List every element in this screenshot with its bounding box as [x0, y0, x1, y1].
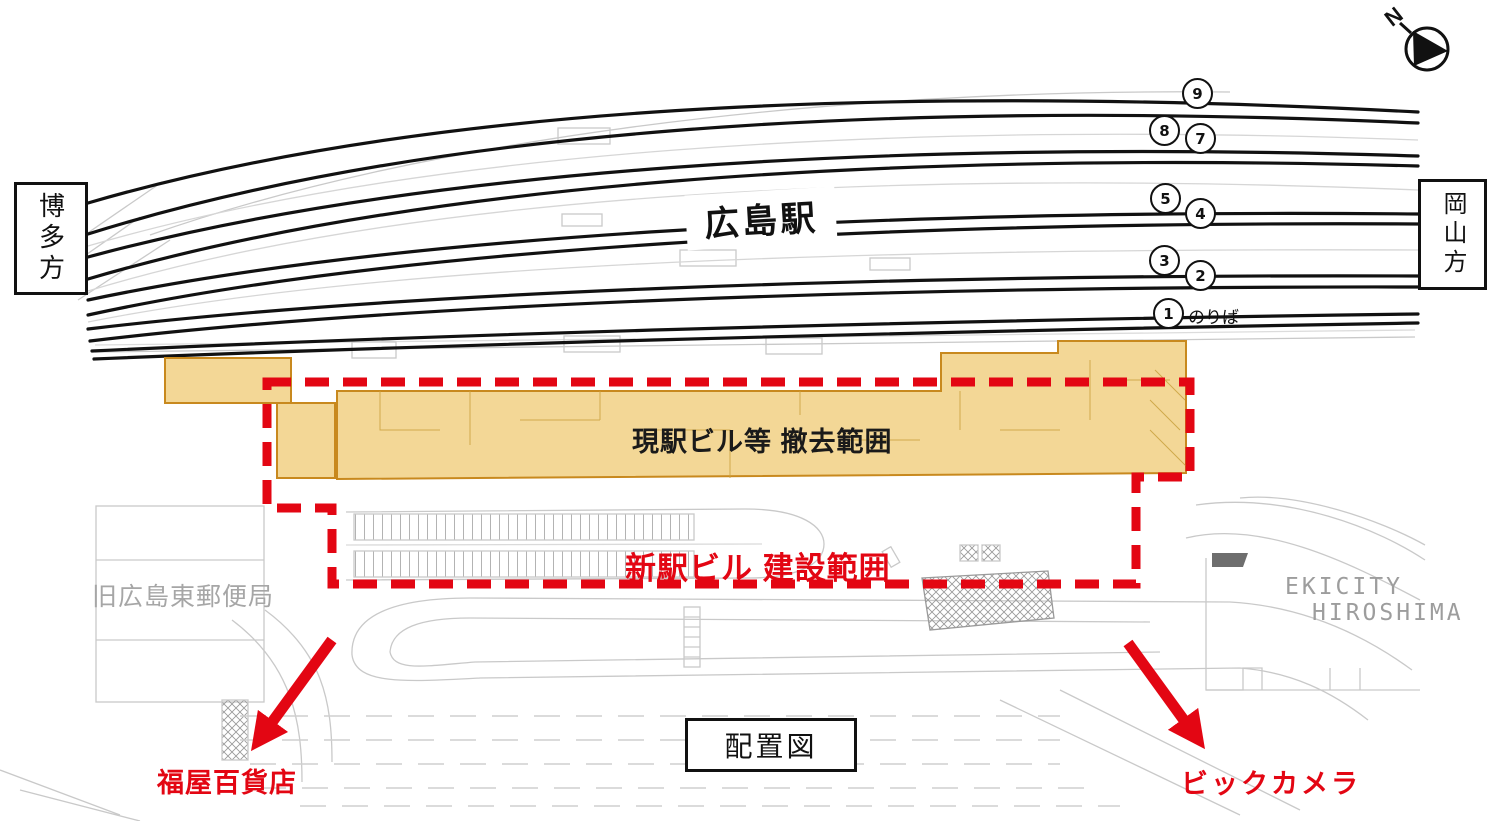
direction-box-hakata: 博多方	[14, 182, 88, 295]
platform-badge-3: 3	[1149, 245, 1180, 276]
highlight-floorplan-lines	[379, 360, 1187, 478]
background-linework	[0, 91, 1426, 821]
station-name-label: 広島駅	[684, 186, 838, 251]
post-office-label: 旧広島東郵便局	[92, 583, 275, 611]
platform-badge-9: 9	[1182, 78, 1213, 109]
platform-note-label: のりば	[1188, 308, 1239, 327]
construction-boundary-dashed	[262, 377, 1195, 589]
fukuya-store-label: 福屋百貨店	[157, 768, 297, 798]
direction-okayama-label: 岡山方	[1439, 191, 1466, 278]
platform-badge-1: 1	[1153, 298, 1184, 329]
platform-badge-4: 4	[1185, 198, 1216, 229]
ekicity-label-line1: EKICITY	[1285, 574, 1403, 600]
arrow-to-biccamera-icon	[1123, 639, 1205, 750]
platform-badge-2: 2	[1185, 260, 1216, 291]
biccamera-store-label: ビックカメラ	[1181, 769, 1361, 799]
railway-tracks	[86, 99, 1420, 361]
plan-caption-label: 配置図	[724, 731, 818, 762]
platform-badge-7: 7	[1185, 123, 1216, 154]
direction-box-okayama: 岡山方	[1418, 179, 1487, 290]
north-arrow-icon	[1398, 21, 1450, 72]
construction-zone-label: 新駅ビル 建設範囲	[625, 551, 891, 586]
platform-badge-8: 8	[1149, 115, 1180, 146]
direction-hakata-label: 博多方	[35, 192, 66, 285]
platform-badge-5: 5	[1150, 183, 1181, 214]
ekicity-label-line2: HIROSHIMA	[1312, 600, 1464, 626]
plan-caption-box: 配置図	[685, 718, 857, 772]
demolition-zone-label: 現駅ビル等 撤去範囲	[632, 427, 893, 457]
arrow-to-fukuya-icon	[250, 636, 337, 752]
